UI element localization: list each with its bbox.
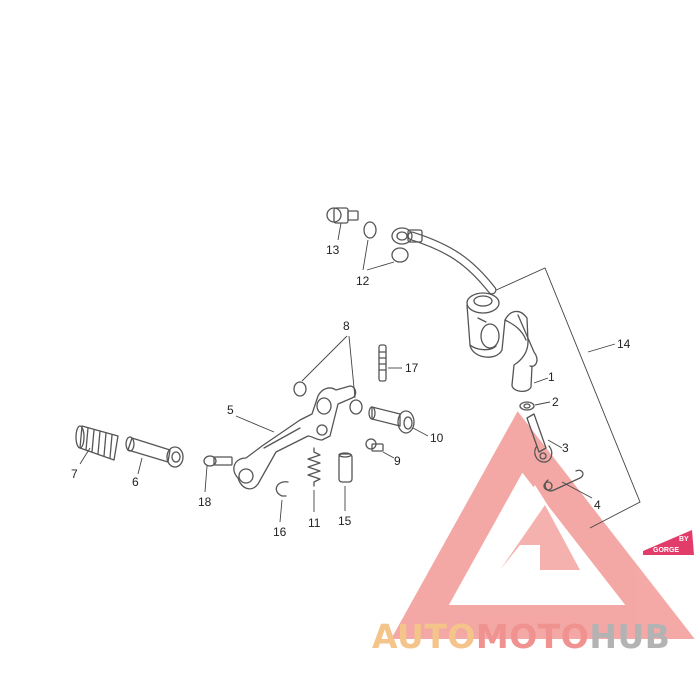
pin-6 (125, 436, 184, 475)
watermark-text: AUTOMOTOHUB (372, 617, 670, 656)
sleeve-15 (338, 452, 353, 511)
watermark-part-auto: AUTO (372, 617, 476, 656)
bolt-18 (203, 455, 233, 493)
callout-labels: 1 2 3 4 5 6 7 8 9 10 11 12 13 14 15 16 1… (71, 243, 631, 539)
callout-4: 4 (594, 498, 601, 512)
callout-13: 13 (326, 243, 340, 257)
callout-1: 1 (548, 370, 555, 384)
banjo-bolt-13 (326, 207, 359, 241)
watermark-logo (391, 411, 695, 639)
callout-8: 8 (343, 319, 350, 333)
pivot-bolt-10 (368, 406, 429, 437)
push-rod-3 (526, 413, 563, 463)
circlip-16 (275, 481, 289, 523)
spring-11 (307, 447, 321, 512)
screw-9 (365, 438, 395, 459)
badge-line1: BY (679, 536, 689, 543)
callout-3: 3 (562, 441, 569, 455)
o-rings-8 (293, 335, 363, 415)
callout-7: 7 (71, 467, 78, 481)
brake-hose (391, 227, 497, 295)
pin-17 (378, 344, 402, 382)
callout-15: 15 (338, 514, 352, 528)
callout-12: 12 (356, 274, 370, 288)
callout-17: 17 (405, 361, 419, 375)
callout-6: 6 (132, 475, 139, 489)
callout-10: 10 (430, 431, 444, 445)
assembly-bracket-14 (491, 267, 641, 529)
callout-18: 18 (198, 495, 212, 509)
badge-line2: GORGE (653, 547, 679, 554)
watermark-part-hub: HUB (589, 617, 670, 656)
watermark-part-moto: MOTO (476, 617, 589, 656)
sealing-washers-12 (362, 221, 409, 271)
callout-11: 11 (308, 516, 321, 530)
callout-9: 9 (394, 454, 401, 468)
nut-2 (519, 401, 551, 411)
brake-pedal-5 (233, 385, 357, 490)
callout-5: 5 (227, 403, 234, 417)
callout-14: 14 (617, 337, 631, 351)
callout-16: 16 (273, 525, 287, 539)
master-cylinder-1 (466, 292, 549, 392)
clip-4 (543, 469, 593, 499)
by-gorge-badge: BY GORGE (643, 530, 694, 555)
callout-2: 2 (552, 395, 559, 409)
rubber-boot-7 (75, 425, 119, 465)
